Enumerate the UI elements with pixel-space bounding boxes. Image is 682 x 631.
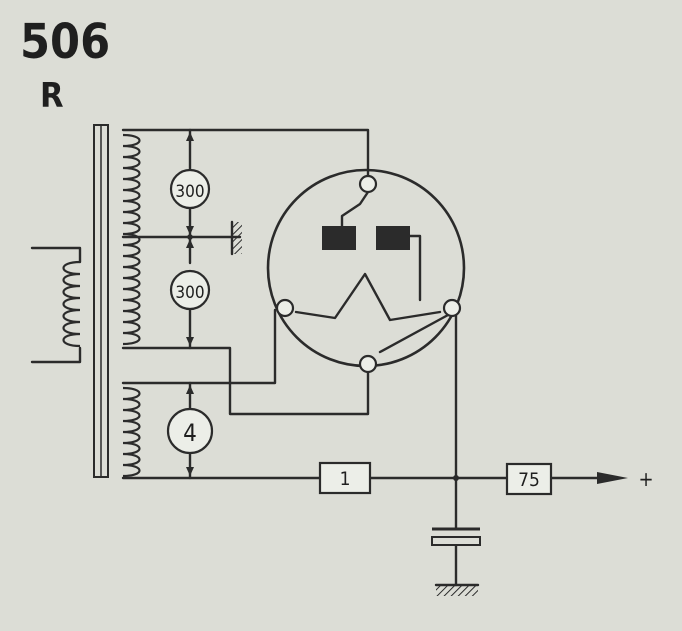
- meter-300-upper: 300: [169, 168, 211, 210]
- resistor-75: 75: [505, 462, 553, 496]
- ground-symbol-upper: [230, 220, 242, 256]
- primary-winding: [30, 246, 82, 364]
- meter-300-lower-label: 300: [175, 283, 204, 303]
- output-arrow: [597, 472, 628, 484]
- hv-secondary-winding: [122, 133, 141, 346]
- rectifier-tube: [266, 168, 466, 374]
- diagram-suffix: R: [40, 76, 64, 116]
- meter-4-label: 4: [183, 419, 197, 447]
- output-polarity-label: +: [638, 467, 653, 491]
- meter-300-lower: 300: [169, 269, 211, 311]
- meter-4: 4: [166, 407, 214, 455]
- capacitor: [431, 527, 481, 546]
- resistor-1: 1: [318, 461, 372, 495]
- transformer-core: [93, 124, 109, 478]
- resistor-1-label: 1: [340, 468, 351, 490]
- filament-secondary-winding: [122, 386, 141, 478]
- meter-arrows: [186, 132, 194, 476]
- meter-300-upper-label: 300: [175, 182, 204, 202]
- wiring: [121, 128, 600, 587]
- resistor-75-label: 75: [518, 469, 540, 491]
- diagram-number: 506: [20, 14, 110, 70]
- ground-symbol-lower: [434, 583, 480, 596]
